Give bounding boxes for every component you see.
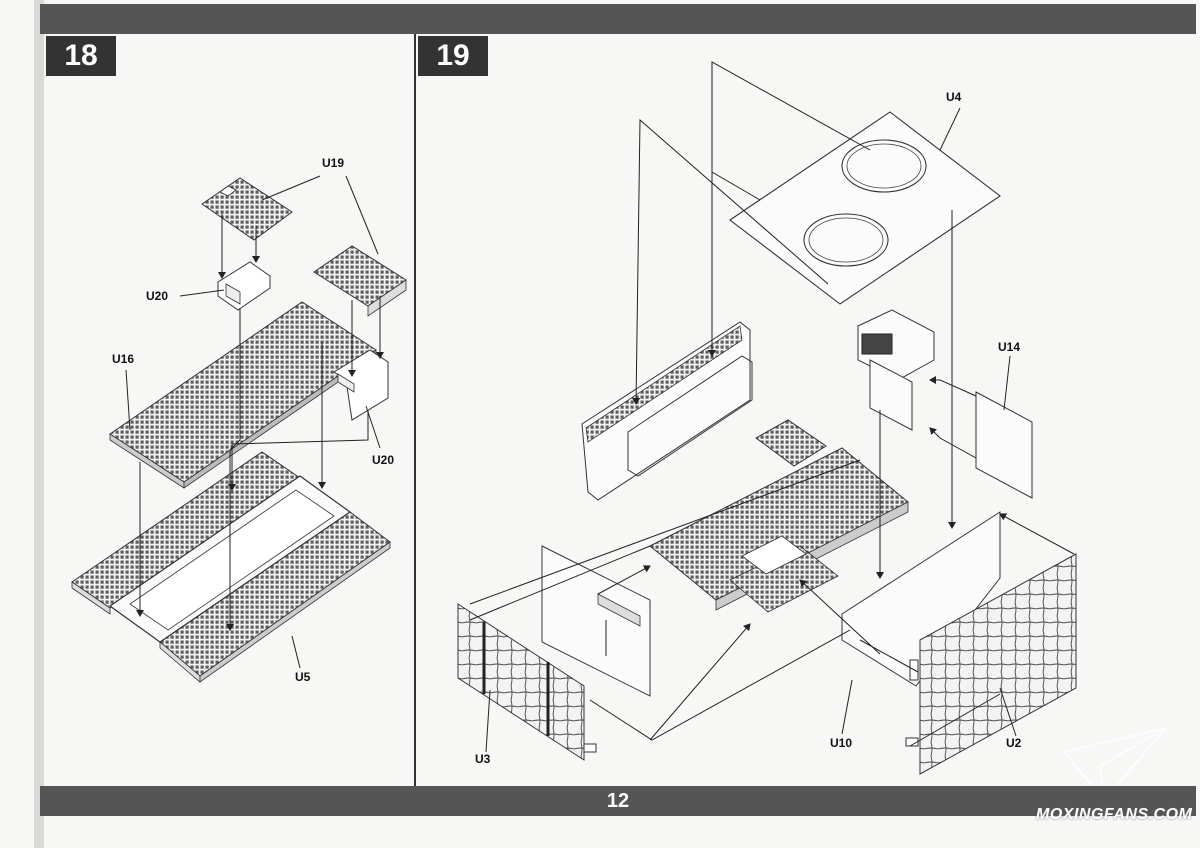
step-18-number: 18 xyxy=(46,36,116,76)
label-u20-bottom: U20 xyxy=(372,453,395,467)
label-u4: U4 xyxy=(946,90,962,104)
label-u3: U3 xyxy=(475,752,491,766)
step-19-number: 19 xyxy=(418,36,488,76)
u19-grid-left xyxy=(201,177,293,241)
label-u2: U2 xyxy=(1006,736,1022,750)
top-bar xyxy=(40,4,1196,34)
label-u20-top: U20 xyxy=(146,289,169,303)
step-divider xyxy=(414,34,416,786)
step-18-diagram xyxy=(71,175,407,683)
label-u10: U10 xyxy=(830,736,853,750)
small-grid xyxy=(755,419,827,467)
u5-frame-inner xyxy=(129,489,335,631)
front-panel xyxy=(541,545,651,697)
label-u5: U5 xyxy=(295,670,311,684)
ac-unit xyxy=(857,309,935,381)
u16-grid xyxy=(109,301,377,483)
side-frame xyxy=(627,355,753,477)
back-wall xyxy=(581,321,751,501)
u4-roof-panel xyxy=(729,111,1001,305)
u3-camouflage-net xyxy=(457,603,585,761)
step-19-diagram xyxy=(457,61,1077,775)
page-number: 12 xyxy=(606,790,630,812)
binding-edge xyxy=(34,0,44,848)
u14-door xyxy=(975,391,1033,499)
label-u16: U16 xyxy=(112,352,135,366)
watermark-text: MOXINGFANS.COM xyxy=(1036,806,1193,823)
bottom-bar: 12 xyxy=(40,786,1196,816)
label-u19: U19 xyxy=(322,156,345,170)
u2-camouflage-net xyxy=(919,553,1077,775)
label-u14: U14 xyxy=(998,340,1021,354)
